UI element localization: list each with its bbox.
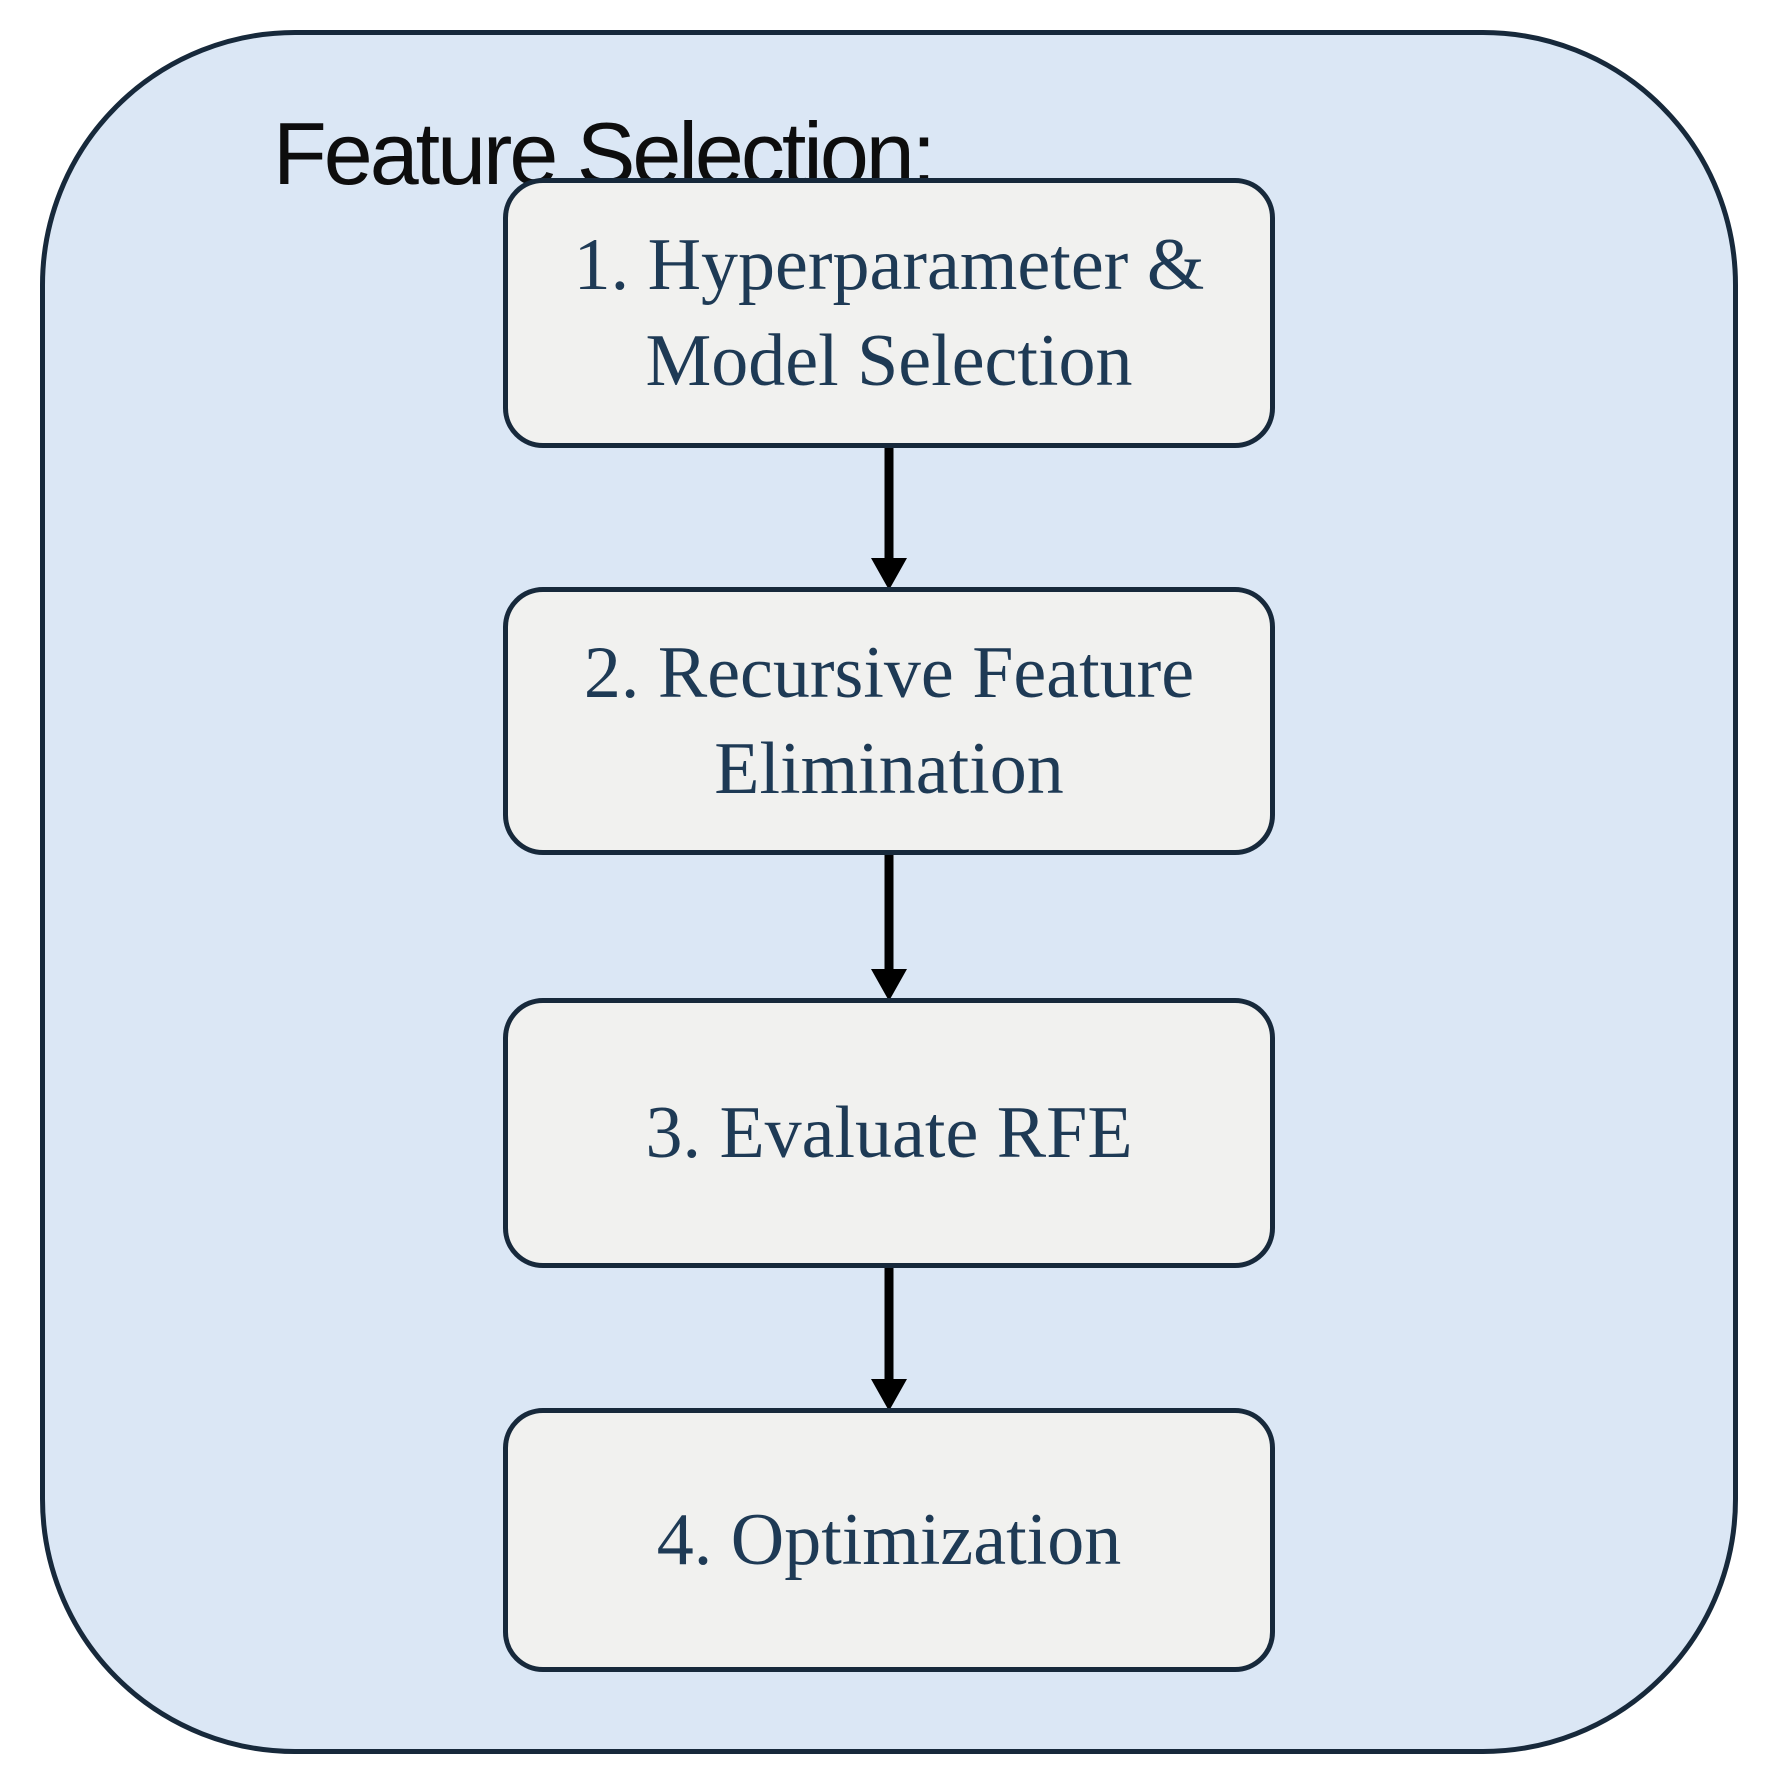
step-box-recursive-feature-elimination: 2. Recursive Feature Elimination xyxy=(503,587,1275,855)
arrow-shaft xyxy=(884,448,894,562)
step-label: 3. Evaluate RFE xyxy=(645,1091,1133,1174)
arrow-shaft xyxy=(884,855,894,973)
arrow-shaft xyxy=(884,1268,894,1383)
step-box-hyperparameter-model-selection: 1. Hyperparameter & Model Selection xyxy=(503,178,1275,448)
step-box-evaluate-rfe: 3. Evaluate RFE xyxy=(503,998,1275,1268)
flow-arrow-2-to-3 xyxy=(871,855,907,1001)
arrow-head-icon xyxy=(871,1379,907,1411)
arrow-head-icon xyxy=(871,969,907,1001)
feature-selection-container: Feature Selection: 1. Hyperparameter & M… xyxy=(40,30,1738,1754)
step-label: 2. Recursive Feature Elimination xyxy=(583,631,1195,810)
step-label: 4. Optimization xyxy=(656,1498,1122,1581)
flow-arrow-1-to-2 xyxy=(871,448,907,590)
step-label: 1. Hyperparameter & Model Selection xyxy=(573,223,1205,402)
step-box-optimization: 4. Optimization xyxy=(503,1408,1275,1672)
arrow-head-icon xyxy=(871,558,907,590)
flow-arrow-3-to-4 xyxy=(871,1268,907,1411)
